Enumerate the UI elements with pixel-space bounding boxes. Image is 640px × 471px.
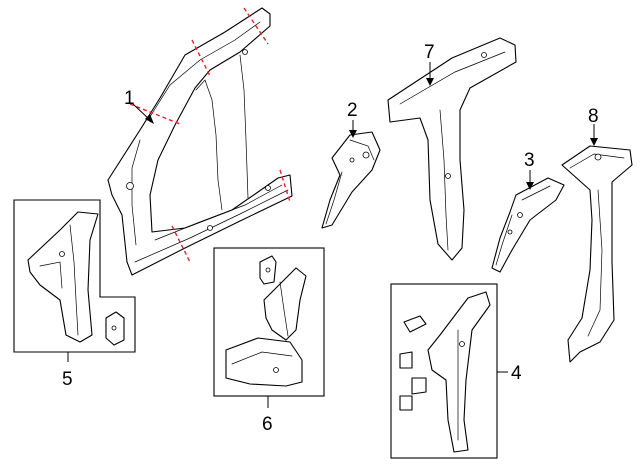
callout-8: 8 xyxy=(588,106,599,127)
callout-4: 4 xyxy=(511,363,522,384)
part-1-side-frame xyxy=(107,7,293,276)
part-6-box xyxy=(213,247,325,397)
cut-marks xyxy=(129,7,291,263)
part-3-reinforcement xyxy=(491,177,565,273)
part-8-rear-pillar xyxy=(561,145,633,363)
callout-5: 5 xyxy=(62,369,73,390)
callout-2: 2 xyxy=(347,100,358,121)
callout-7: 7 xyxy=(424,42,435,63)
callout-6: 6 xyxy=(262,414,273,435)
leaders xyxy=(67,62,598,408)
part-5-box xyxy=(13,199,136,353)
callout-1: 1 xyxy=(124,88,135,109)
part-7-b-pillar xyxy=(387,37,517,261)
part-2-pillar-reinforcement xyxy=(321,131,381,229)
part-4-box xyxy=(390,283,498,459)
callout-3: 3 xyxy=(524,150,535,171)
